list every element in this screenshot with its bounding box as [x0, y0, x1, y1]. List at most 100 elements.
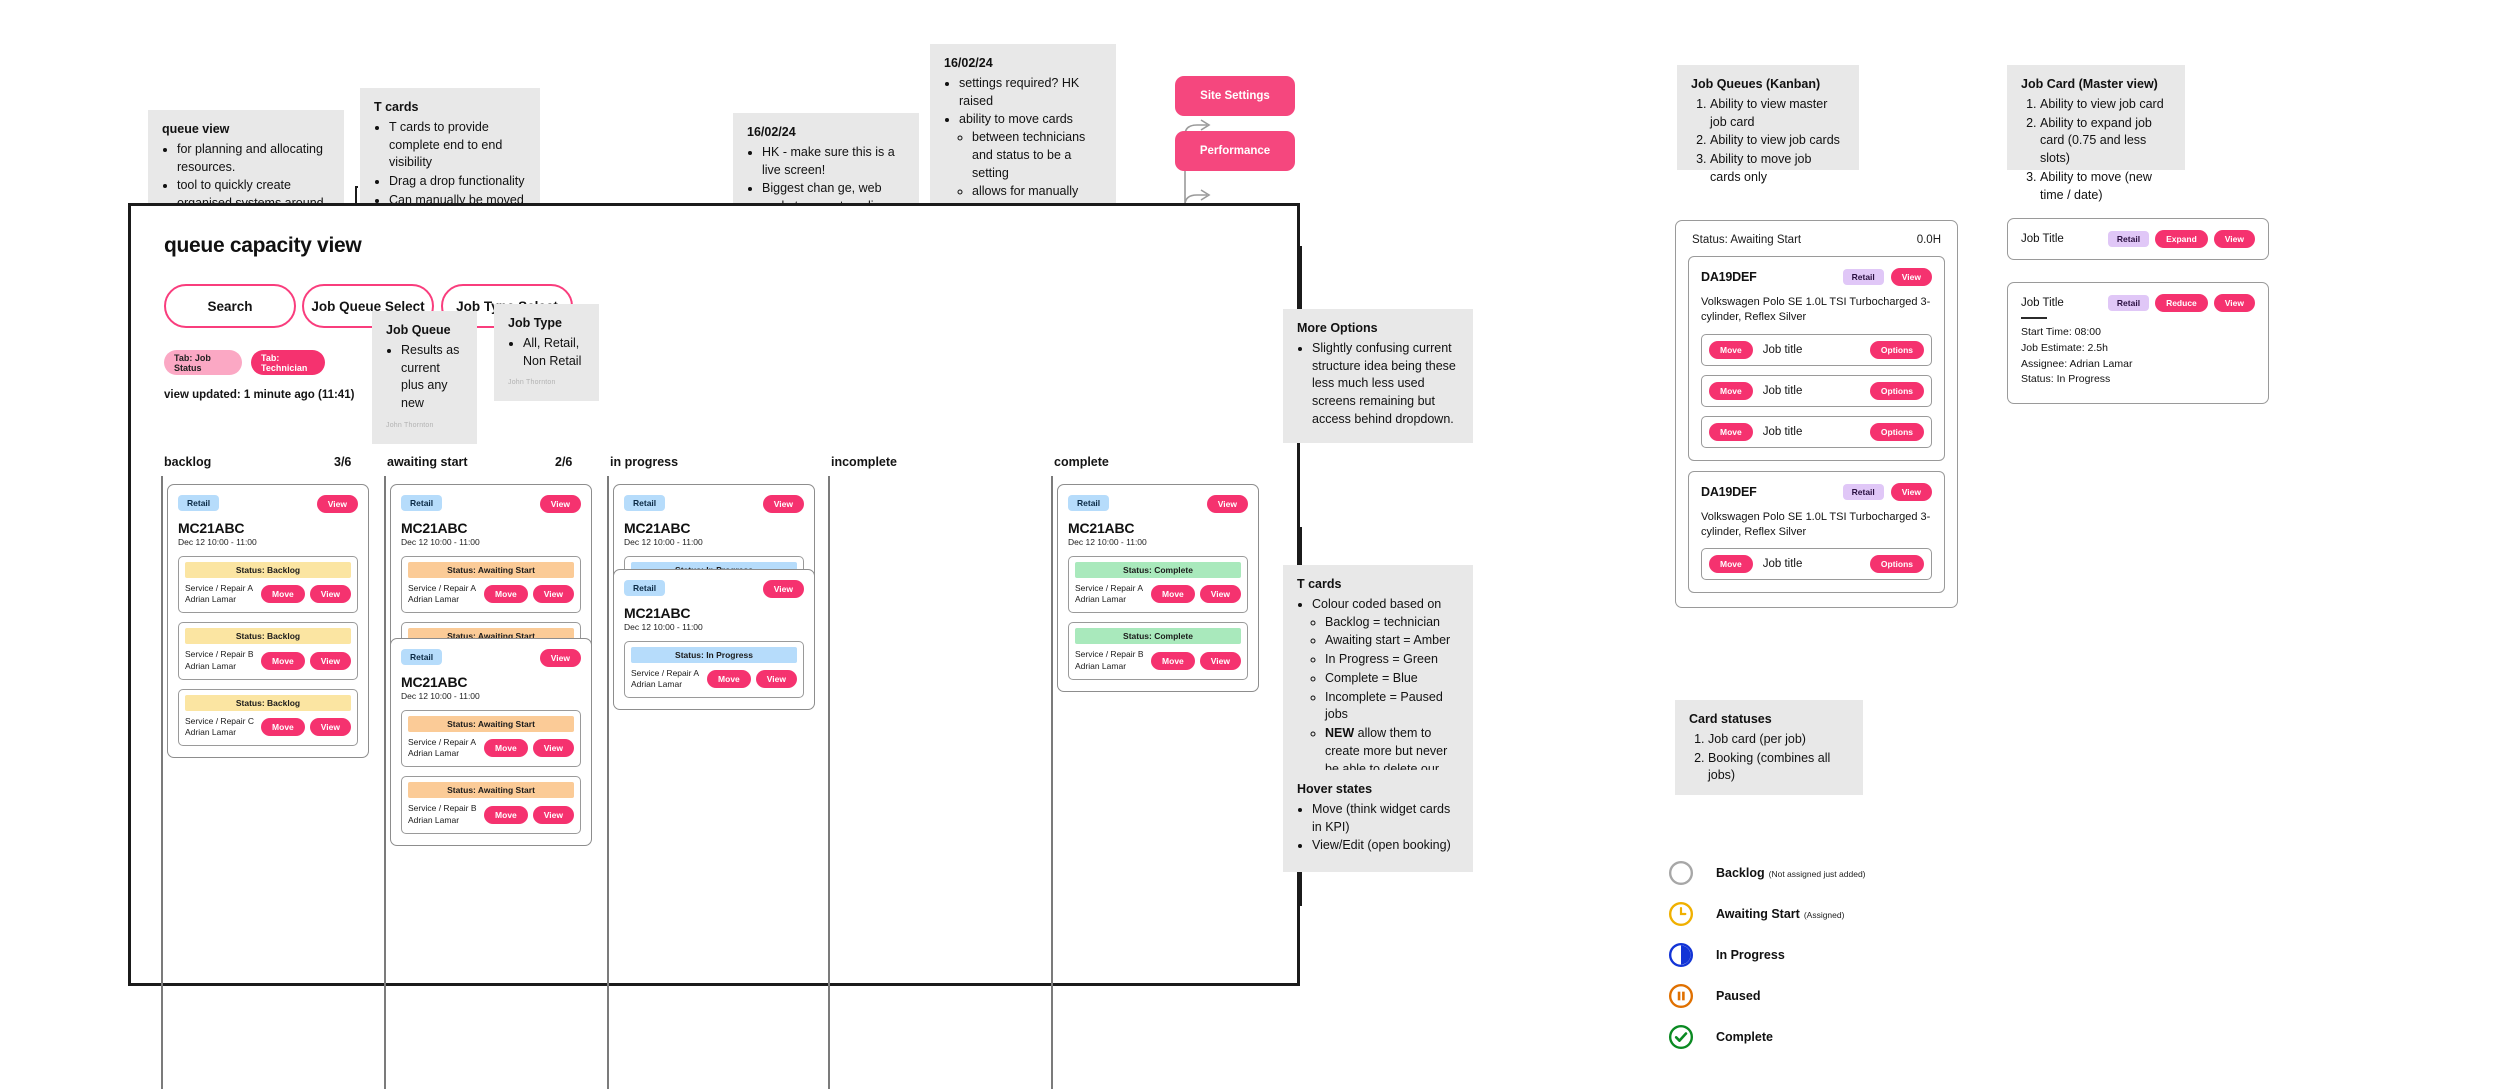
column-rail-in-progress	[607, 476, 609, 1089]
booking-registration: MC21ABC	[401, 520, 468, 536]
note-title: Hover states	[1297, 782, 1373, 796]
job-status-banner: Status: Awaiting Start	[408, 716, 574, 732]
legend-sublabel: (Assigned)	[1803, 909, 1845, 920]
column-header-complete: complete	[1054, 455, 1109, 469]
move-button[interactable]: Move	[261, 651, 305, 670]
expand-button[interactable]: Expand	[2155, 230, 2208, 248]
note-bullet: ability to move cards between technician…	[959, 111, 1102, 219]
options-button[interactable]: Options	[1869, 381, 1924, 400]
view-button[interactable]: View	[1206, 495, 1248, 513]
site-settings-button[interactable]: Site Settings	[1175, 76, 1295, 116]
move-button[interactable]: Move	[1709, 555, 1753, 574]
move-button[interactable]: Move	[484, 585, 528, 604]
circle-empty-icon	[1668, 860, 1694, 886]
move-button[interactable]: Move	[707, 670, 751, 689]
note-job-queues-kanban: Job Queues (Kanban) Ability to view mast…	[1677, 65, 1859, 184]
note-list-item: Ability to expand job card (0.75 and les…	[2040, 115, 2171, 168]
tab-technician[interactable]: Tab: Technician	[251, 350, 325, 375]
options-button[interactable]: Options	[1869, 422, 1924, 441]
view-button[interactable]: View	[309, 718, 351, 737]
master-status-label: Status: Awaiting Start	[1692, 234, 1802, 246]
view-button[interactable]: View	[316, 495, 358, 513]
view-button[interactable]: View	[532, 739, 574, 758]
retail-chip: Retail	[178, 495, 220, 511]
move-button[interactable]: Move	[484, 805, 528, 824]
view-button[interactable]: View	[2213, 230, 2255, 248]
view-button[interactable]: View	[762, 495, 804, 513]
job-title-card-expanded[interactable]: Job Title Retail Reduce View Start Time:…	[2007, 282, 2269, 404]
view-button[interactable]: View	[1199, 651, 1241, 670]
note-title: Job Type	[508, 316, 562, 330]
view-button[interactable]: View	[762, 580, 804, 598]
legend-row: Complete	[1668, 1016, 1866, 1057]
retail-chip: Retail	[2107, 231, 2150, 247]
note-bullet: Results as current plus any new	[401, 342, 463, 413]
view-button[interactable]: View	[532, 585, 574, 604]
move-button[interactable]: Move	[261, 718, 305, 737]
options-button[interactable]: Options	[1869, 555, 1924, 574]
job-status-banner: Status: In Progress	[631, 647, 797, 663]
view-button[interactable]: View	[309, 585, 351, 604]
move-button[interactable]: Move	[1151, 585, 1195, 604]
job-status-banner: Status: Complete	[1075, 628, 1241, 645]
connector-queue-view	[355, 188, 357, 204]
view-button[interactable]: View	[1890, 482, 1932, 501]
performance-button[interactable]: Performance	[1175, 131, 1295, 171]
retail-chip: Retail	[1842, 269, 1884, 285]
note-bullet: Slightly confusing current structure ide…	[1312, 340, 1459, 429]
tab-job-status[interactable]: Tab: Job Status	[164, 350, 242, 375]
reduce-button[interactable]: Reduce	[2155, 294, 2208, 312]
search-button[interactable]: Search	[164, 284, 296, 328]
note-bullet-text: ability to move cards	[959, 112, 1073, 127]
view-button[interactable]: View	[532, 805, 574, 824]
move-button[interactable]: Move	[484, 739, 528, 758]
move-button[interactable]: Move	[261, 585, 305, 604]
move-button[interactable]: Move	[1151, 651, 1195, 670]
legend-row: Backlog(Not assigned just added)	[1668, 852, 1866, 893]
view-button[interactable]: View	[309, 651, 351, 670]
note-bullet: for planning and allocating resources.	[177, 141, 330, 177]
view-updated-label: view updated: 1 minute ago (11:41)	[164, 389, 355, 401]
view-button[interactable]: View	[1199, 585, 1241, 604]
half-filled-circle-icon	[1668, 942, 1694, 968]
view-button[interactable]: View	[539, 649, 581, 667]
note-bullet: settings required? HK raised	[959, 75, 1102, 111]
job-title-card-collapsed[interactable]: Job Title Retail Expand View	[2007, 218, 2269, 260]
note-title: Card statuses	[1689, 712, 1772, 726]
view-button[interactable]: View	[539, 495, 581, 513]
move-button[interactable]: Move	[1709, 422, 1753, 441]
view-button[interactable]: View	[1890, 268, 1932, 286]
note-title: Job Card (Master view)	[2021, 77, 2158, 91]
view-button[interactable]: View	[755, 670, 797, 689]
note-bullet-text: Colour coded based on	[1312, 596, 1442, 611]
move-button[interactable]: Move	[1709, 340, 1753, 359]
options-button[interactable]: Options	[1869, 340, 1924, 359]
view-button[interactable]: View	[2213, 294, 2255, 312]
move-button[interactable]: Move	[1709, 381, 1753, 400]
